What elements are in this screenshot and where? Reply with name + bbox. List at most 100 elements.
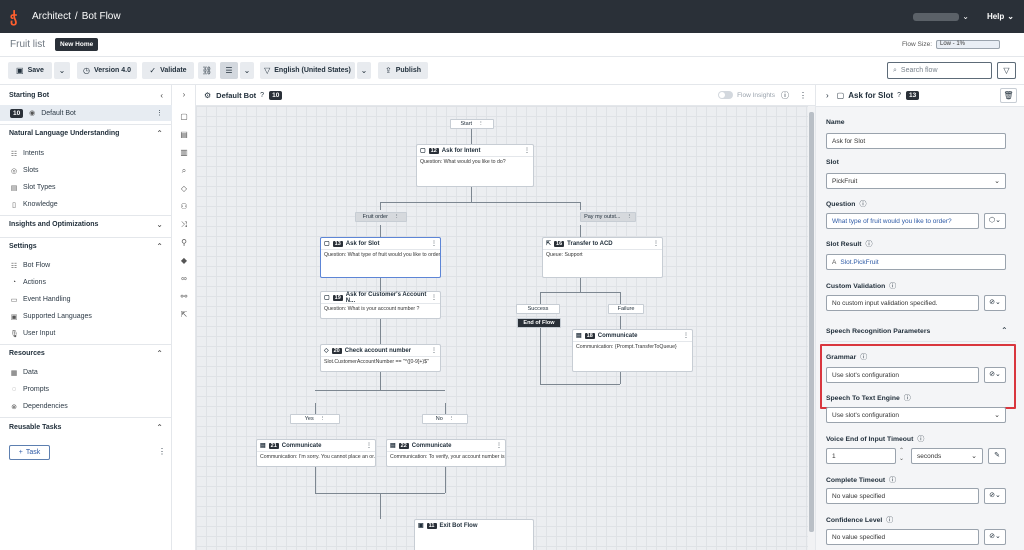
- stt-engine-select[interactable]: Use slot's configuration⌄: [826, 407, 1006, 423]
- sidebar-item-slot-types[interactable]: ▤Slot Types: [10, 184, 56, 192]
- loop-icon[interactable]: ∞: [181, 274, 187, 283]
- info-icon[interactable]: ⓘ: [917, 436, 925, 443]
- sidebar-item-supported-languages[interactable]: ▣Supported Languages: [10, 313, 92, 321]
- more-options-icon[interactable]: ⋮: [626, 214, 632, 220]
- help-icon[interactable]: ?: [897, 92, 902, 99]
- more-options-icon[interactable]: ⋮: [478, 121, 484, 127]
- question-input[interactable]: What type of fruit would you like to ord…: [826, 213, 979, 229]
- more-options-icon[interactable]: ⋮: [156, 110, 163, 117]
- info-icon[interactable]: ⓘ: [781, 90, 789, 100]
- chevron-left-icon[interactable]: ‹: [160, 90, 163, 100]
- sidebar-item-bot-flow[interactable]: ☷Bot Flow: [10, 262, 51, 270]
- transfer-icon[interactable]: ◇: [180, 184, 188, 193]
- location-icon[interactable]: ⚲: [181, 238, 187, 247]
- sidebar-item-prompts[interactable]: ◌Prompts: [11, 386, 50, 393]
- user-menu[interactable]: ⌄: [913, 12, 969, 21]
- more-options-icon[interactable]: ⋮: [366, 443, 372, 449]
- ask-icon[interactable]: ▢: [180, 112, 188, 121]
- new-home-badge[interactable]: New Home: [55, 38, 99, 51]
- add-task-button[interactable]: +Task: [9, 445, 50, 460]
- name-input[interactable]: Ask for Slot: [826, 133, 1006, 149]
- language-filter-button[interactable]: ▽English (United States): [260, 62, 355, 79]
- more-options-icon[interactable]: ⋮: [431, 348, 437, 354]
- link-button[interactable]: ⛓: [198, 62, 216, 79]
- info-icon[interactable]: ⓘ: [889, 283, 897, 290]
- chevron-right-icon[interactable]: ›: [182, 90, 186, 99]
- more-options-icon[interactable]: ⋮: [653, 241, 659, 247]
- edit-button[interactable]: ✎: [988, 448, 1006, 464]
- sidebar-item-slots[interactable]: ◎Slots: [10, 167, 39, 175]
- help-menu[interactable]: Help ⌄: [986, 12, 1014, 21]
- complete-timeout-input[interactable]: No value specified: [826, 488, 979, 504]
- more-options-icon[interactable]: ⋮: [448, 416, 455, 422]
- version-button[interactable]: ◷Version 4.0: [77, 62, 137, 79]
- info-icon[interactable]: ⓘ: [889, 477, 897, 484]
- slot-select[interactable]: PickFruit⌄: [826, 173, 1006, 189]
- more-options-icon[interactable]: ⋮: [683, 333, 689, 339]
- info-icon[interactable]: ⓘ: [903, 395, 911, 402]
- chevron-up-icon[interactable]: ⌃: [1001, 326, 1008, 335]
- resources-header[interactable]: Resources⌃: [9, 348, 163, 358]
- save-dropdown-button[interactable]: ⌄: [54, 62, 70, 79]
- pay-my-path[interactable]: Pay my outst...⋮: [580, 212, 636, 222]
- stepper-icon[interactable]: ⌃⌄: [899, 448, 905, 462]
- failure-path[interactable]: Failure: [608, 304, 644, 314]
- more-options-icon[interactable]: ⋮: [431, 295, 437, 301]
- publish-button[interactable]: ⇪Publish: [378, 62, 428, 79]
- sidebar-item-intents[interactable]: ☷Intents: [10, 150, 45, 158]
- more-options-icon[interactable]: ⋮: [393, 214, 400, 220]
- info-icon[interactable]: ⓘ: [859, 201, 867, 208]
- communicate-icon[interactable]: ▤: [180, 130, 188, 139]
- list-view-dropdown[interactable]: ⌄: [240, 62, 254, 79]
- info-icon[interactable]: ⓘ: [865, 241, 873, 248]
- more-options-icon[interactable]: ⋮: [799, 90, 807, 100]
- trash-icon[interactable]: 🗑: [1000, 88, 1017, 103]
- confidence-level-input[interactable]: No value specified: [826, 529, 979, 545]
- hierarchy-icon[interactable]: ⚯: [180, 292, 188, 301]
- save-button[interactable]: ▣Save: [8, 62, 52, 79]
- grammar-input[interactable]: Use slot's configuration: [826, 367, 979, 383]
- custom-validation-input[interactable]: No custom input validation specified.: [826, 295, 979, 311]
- more-options-icon[interactable]: ⋮: [524, 148, 530, 154]
- settings-header[interactable]: Settings⌃: [9, 241, 163, 251]
- complete-timeout-options-button[interactable]: ⊘⌄: [984, 488, 1006, 504]
- more-options-icon[interactable]: ⋮: [496, 443, 502, 449]
- success-path[interactable]: Success: [516, 304, 560, 314]
- voice-eoi-unit-select[interactable]: seconds⌄: [911, 448, 983, 464]
- default-bot-item[interactable]: 10 ◉ Default Bot ⋮: [0, 105, 172, 121]
- start-node[interactable]: Start⋮: [450, 119, 494, 129]
- binoculars-icon[interactable]: ⚇: [180, 202, 188, 211]
- reusable-tasks-header[interactable]: Reusable Tasks⌃: [9, 422, 163, 432]
- confidence-level-options-button[interactable]: ⊘⌄: [984, 529, 1006, 545]
- shuffle-icon[interactable]: ⤨: [180, 220, 188, 229]
- sidebar-item-knowledge[interactable]: ▯Knowledge: [0, 197, 172, 212]
- sidebar-item-dependencies[interactable]: ⊗Dependencies: [11, 403, 68, 411]
- list-view-button[interactable]: ☰: [220, 62, 238, 79]
- info-icon[interactable]: ⓘ: [886, 517, 894, 524]
- sidebar-item-event-handling[interactable]: ▭Event Handling: [10, 296, 71, 304]
- data-icon[interactable]: ▥: [180, 148, 188, 157]
- filter-button[interactable]: ▽: [997, 62, 1016, 79]
- decision-icon[interactable]: ◆: [180, 256, 188, 265]
- question-options-button[interactable]: ⬡⌄: [984, 213, 1006, 229]
- genesys-logo-icon[interactable]: ჭ: [10, 8, 18, 25]
- validate-button[interactable]: ✓Validate: [142, 62, 194, 79]
- fruit-order-path[interactable]: Fruit order⋮: [355, 212, 407, 222]
- flow-insights-toggle[interactable]: [718, 91, 734, 99]
- sidebar-item-user-input[interactable]: 🎙User Input: [10, 330, 56, 338]
- chat-icon[interactable]: ⌕: [181, 166, 187, 175]
- breadcrumb-architect[interactable]: Architect: [32, 11, 71, 22]
- custom-validation-options-button[interactable]: ⊘⌄: [984, 295, 1006, 311]
- sidebar-item-data[interactable]: ▦Data: [10, 369, 38, 377]
- language-dropdown[interactable]: ⌄: [357, 62, 371, 79]
